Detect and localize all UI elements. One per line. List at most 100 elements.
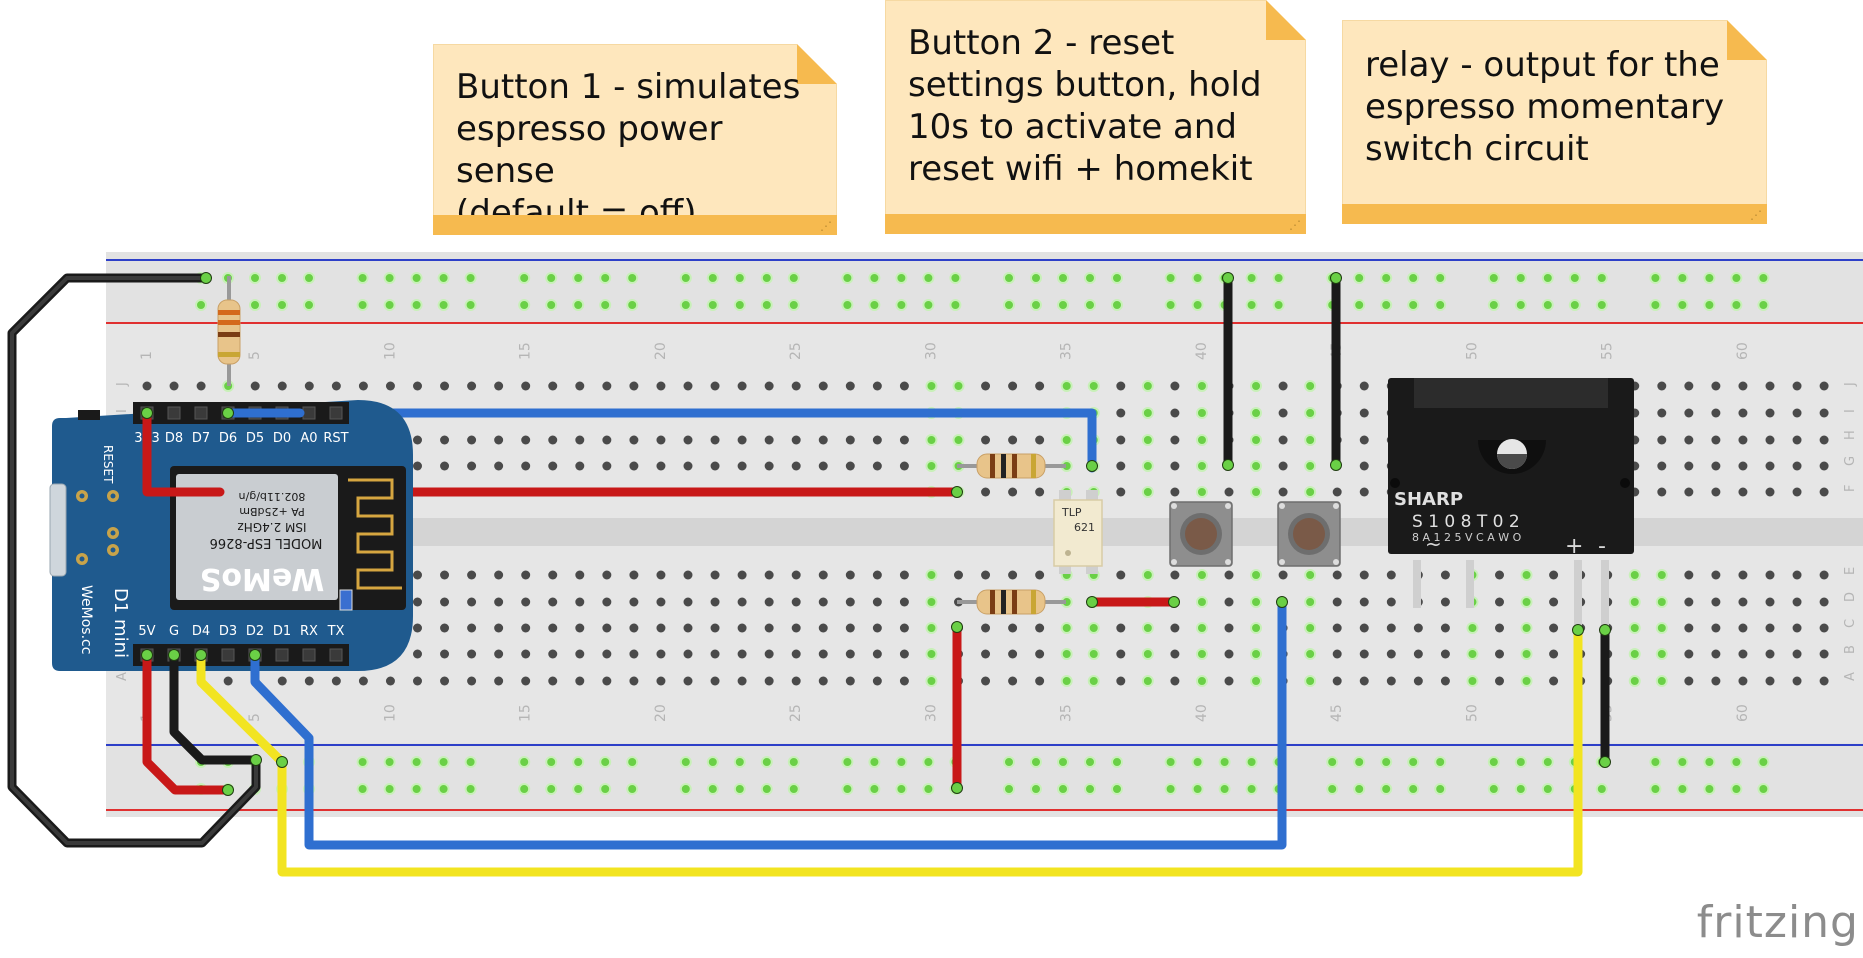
header-pin[interactable] xyxy=(302,648,316,662)
breadboard-hole[interactable] xyxy=(413,597,422,607)
breadboard-hole[interactable] xyxy=(467,570,477,580)
breadboard-hole[interactable] xyxy=(710,435,720,445)
wire-endpoint[interactable] xyxy=(1222,272,1234,284)
power-rail-hole[interactable] xyxy=(383,783,396,795)
breadboard-hole[interactable] xyxy=(1170,408,1180,418)
header-pin[interactable] xyxy=(302,406,316,420)
breadboard-hole[interactable] xyxy=(1628,622,1641,634)
breadboard-hole[interactable] xyxy=(1116,408,1126,418)
power-rail-hole[interactable] xyxy=(922,272,935,284)
breadboard-hole[interactable] xyxy=(1711,461,1721,471)
breadboard-hole[interactable] xyxy=(899,623,909,633)
power-rail-hole[interactable] xyxy=(841,272,854,284)
power-rail-hole[interactable] xyxy=(1676,756,1689,768)
breadboard-hole[interactable] xyxy=(845,570,855,580)
power-rail-hole[interactable] xyxy=(760,299,773,311)
breadboard-hole[interactable] xyxy=(1738,649,1748,659)
breadboard-hole[interactable] xyxy=(331,381,341,391)
breadboard-hole[interactable] xyxy=(1008,623,1018,633)
breadboard-hole[interactable] xyxy=(1170,623,1180,633)
breadboard-hole[interactable] xyxy=(683,461,693,471)
breadboard-hole[interactable] xyxy=(467,649,477,659)
power-rail-hole[interactable] xyxy=(464,299,477,311)
breadboard-hole[interactable] xyxy=(1495,623,1504,633)
power-rail-hole[interactable] xyxy=(464,783,477,795)
breadboard-hole[interactable] xyxy=(1738,676,1748,686)
power-rail-hole[interactable] xyxy=(410,272,423,284)
power-rail-hole[interactable] xyxy=(303,299,315,311)
breadboard-hole[interactable] xyxy=(1332,623,1342,633)
breadboard-hole[interactable] xyxy=(1711,676,1721,686)
wire-endpoint[interactable] xyxy=(1330,459,1342,471)
breadboard-hole[interactable] xyxy=(1792,408,1802,418)
breadboard-hole[interactable] xyxy=(1278,461,1288,471)
breadboard-hole[interactable] xyxy=(1304,675,1317,687)
breadboard-hole[interactable] xyxy=(1738,435,1748,445)
breadboard-hole[interactable] xyxy=(981,381,991,391)
blue-wire-d2-to-button2[interactable] xyxy=(250,597,1287,850)
wire-endpoint[interactable] xyxy=(951,621,963,633)
power-rail-hole[interactable] xyxy=(410,756,423,768)
wire-endpoint[interactable] xyxy=(141,407,153,419)
breadboard-hole[interactable] xyxy=(683,623,693,633)
breadboard-hole[interactable] xyxy=(494,676,504,686)
breadboard-hole[interactable] xyxy=(872,597,882,607)
power-rail-hole[interactable] xyxy=(572,299,585,311)
breadboard-hole[interactable] xyxy=(737,461,747,471)
breadboard-hole[interactable] xyxy=(791,649,801,659)
power-rail-hole[interactable] xyxy=(922,756,935,768)
breadboard-hole[interactable] xyxy=(1386,597,1396,607)
breadboard-hole[interactable] xyxy=(981,487,991,497)
breadboard-hole[interactable] xyxy=(1738,461,1748,471)
breadboard-hole[interactable] xyxy=(385,381,395,391)
breadboard-hole[interactable] xyxy=(575,381,585,391)
breadboard-hole[interactable] xyxy=(1520,569,1533,581)
breadboard-hole[interactable] xyxy=(629,597,639,607)
breadboard-hole[interactable] xyxy=(981,570,991,580)
power-rail-hole[interactable] xyxy=(1111,299,1123,311)
breadboard-hole[interactable] xyxy=(1060,648,1073,660)
breadboard-hole[interactable] xyxy=(872,570,882,580)
breadboard-hole[interactable] xyxy=(1170,461,1180,471)
power-rail-hole[interactable] xyxy=(1245,756,1258,768)
breadboard-hole[interactable] xyxy=(1170,570,1180,580)
power-rail-hole[interactable] xyxy=(1111,756,1123,768)
wire-endpoint[interactable] xyxy=(222,407,234,419)
resize-grip-icon[interactable]: ⋰ xyxy=(1289,218,1301,232)
power-rail-hole[interactable] xyxy=(1434,272,1447,284)
breadboard-hole[interactable] xyxy=(1684,487,1694,497)
breadboard-hole[interactable] xyxy=(764,597,774,607)
power-rail-hole[interactable] xyxy=(1730,783,1743,795)
breadboard-hole[interactable] xyxy=(845,461,855,471)
breadboard-hole[interactable] xyxy=(1819,597,1829,607)
red-wire-5v-to-rail[interactable] xyxy=(142,650,233,795)
power-rail-hole[interactable] xyxy=(1245,272,1258,284)
breadboard-hole[interactable] xyxy=(1116,570,1126,580)
breadboard-hole[interactable] xyxy=(1278,487,1288,497)
power-rail-hole[interactable] xyxy=(1191,299,1204,311)
power-rail-hole[interactable] xyxy=(1541,756,1554,768)
power-rail-hole[interactable] xyxy=(437,299,450,311)
breadboard-hole[interactable] xyxy=(1116,381,1126,391)
breadboard-hole[interactable] xyxy=(1738,487,1748,497)
power-rail-hole[interactable] xyxy=(626,272,639,284)
power-rail-hole[interactable] xyxy=(276,299,288,311)
breadboard-hole[interactable] xyxy=(764,570,774,580)
power-rail-hole[interactable] xyxy=(706,272,719,284)
breadboard-hole[interactable] xyxy=(1655,622,1668,634)
power-rail-hole[interactable] xyxy=(1164,272,1177,284)
power-rail-hole[interactable] xyxy=(1434,756,1447,768)
power-rail-hole[interactable] xyxy=(1191,783,1204,795)
breadboard-hole[interactable] xyxy=(683,676,693,686)
breadboard-hole[interactable] xyxy=(304,676,314,686)
breadboard-hole[interactable] xyxy=(791,570,801,580)
breadboard-hole[interactable] xyxy=(1765,623,1775,633)
breadboard-hole[interactable] xyxy=(521,570,531,580)
power-rail-hole[interactable] xyxy=(1380,756,1393,768)
breadboard-hole[interactable] xyxy=(1684,676,1694,686)
power-rail-hole[interactable] xyxy=(922,299,935,311)
power-rail-hole[interactable] xyxy=(841,299,854,311)
push-button-1[interactable] xyxy=(1169,501,1233,567)
breadboard-hole[interactable] xyxy=(1116,649,1126,659)
breadboard-hole[interactable] xyxy=(1170,676,1180,686)
